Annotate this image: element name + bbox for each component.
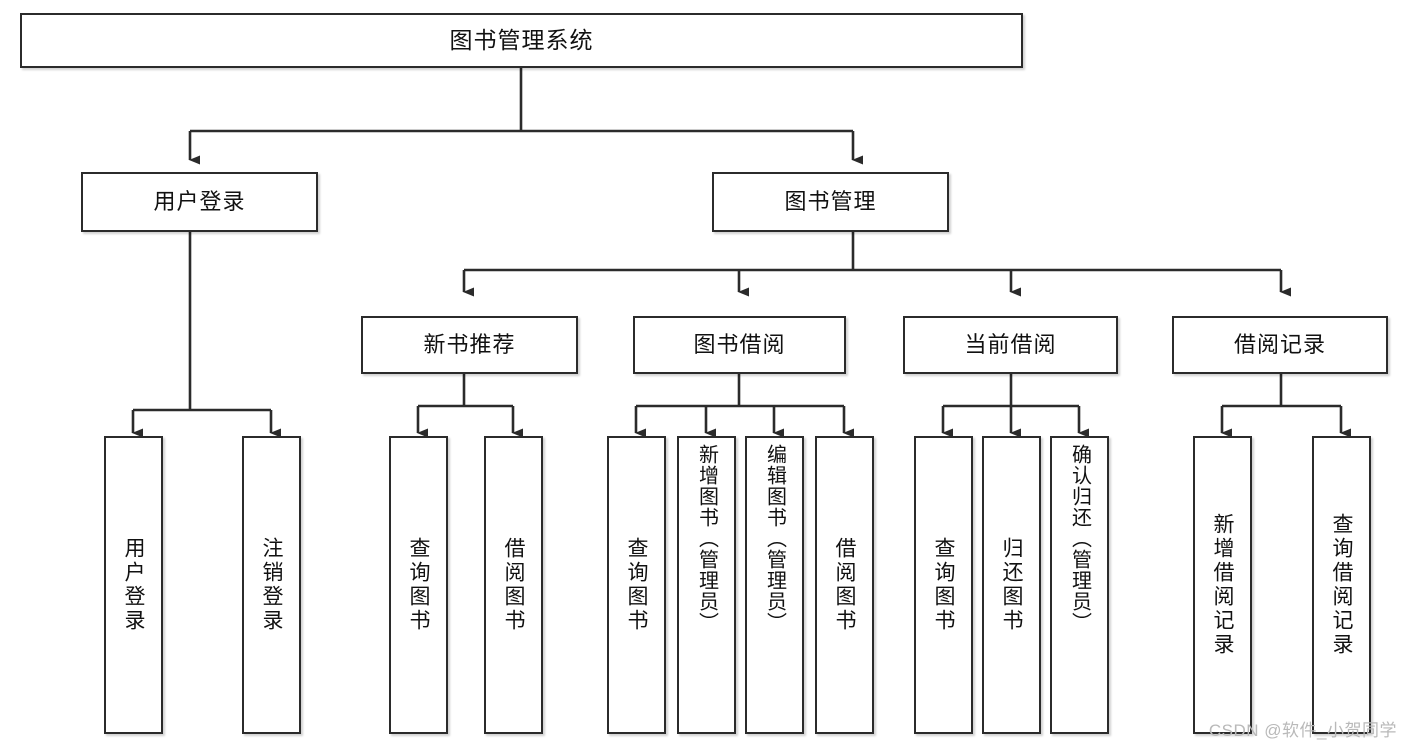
node-label: 新书推荐: [423, 331, 516, 357]
node-borrow-records[interactable]: 借阅记录: [1172, 316, 1388, 374]
leaf-confirm-return-admin[interactable]: 确认归还（管理员）: [1050, 436, 1109, 734]
leaf-query-book-borrow[interactable]: 查询图书: [607, 436, 666, 734]
node-book-management[interactable]: 图书管理: [712, 172, 949, 232]
leaf-borrow-book-borrow[interactable]: 借阅图书: [815, 436, 874, 734]
node-user-login[interactable]: 用户登录: [81, 172, 318, 232]
node-label: 借阅图书: [833, 537, 856, 633]
node-current-borrowing[interactable]: 当前借阅: [903, 316, 1118, 374]
node-label: 查询图书: [407, 537, 430, 633]
watermark-text: CSDN @软件_小贺同学: [1208, 721, 1397, 740]
node-label: 新增借阅记录: [1211, 513, 1234, 657]
node-label: 新增图书（管理员）: [695, 444, 718, 633]
leaf-add-book-admin[interactable]: 新增图书（管理员）: [677, 436, 736, 734]
leaf-user-login[interactable]: 用户登录: [104, 436, 163, 734]
node-label: 编辑图书（管理员）: [763, 444, 786, 633]
node-label: 借阅记录: [1233, 331, 1326, 357]
leaf-query-book-new[interactable]: 查询图书: [389, 436, 448, 734]
node-book-borrowing[interactable]: 图书借阅: [633, 316, 846, 374]
node-label: 确认归还（管理员）: [1068, 444, 1091, 633]
node-label: 查询图书: [625, 537, 648, 633]
node-label: 归还图书: [1000, 537, 1023, 633]
node-label: 用户登录: [153, 188, 246, 214]
node-label: 图书管理系统: [449, 27, 594, 54]
leaf-return-book[interactable]: 归还图书: [982, 436, 1041, 734]
node-label: 借阅图书: [502, 537, 525, 633]
node-label: 图书借阅: [693, 331, 786, 357]
node-label: 查询图书: [932, 537, 955, 633]
leaf-borrow-book-new[interactable]: 借阅图书: [484, 436, 543, 734]
leaf-logout[interactable]: 注销登录: [242, 436, 301, 734]
node-label: 用户登录: [122, 537, 145, 633]
leaf-edit-book-admin[interactable]: 编辑图书（管理员）: [745, 436, 804, 734]
node-new-book-recommendation[interactable]: 新书推荐: [361, 316, 578, 374]
node-label: 当前借阅: [964, 331, 1057, 357]
leaf-add-borrow-record[interactable]: 新增借阅记录: [1193, 436, 1252, 734]
node-label: 注销登录: [260, 537, 283, 633]
leaf-query-book-current[interactable]: 查询图书: [914, 436, 973, 734]
node-root-book-management-system[interactable]: 图书管理系统: [20, 13, 1023, 68]
node-label: 查询借阅记录: [1330, 513, 1353, 657]
node-label: 图书管理: [784, 188, 877, 214]
leaf-query-borrow-record[interactable]: 查询借阅记录: [1312, 436, 1371, 734]
